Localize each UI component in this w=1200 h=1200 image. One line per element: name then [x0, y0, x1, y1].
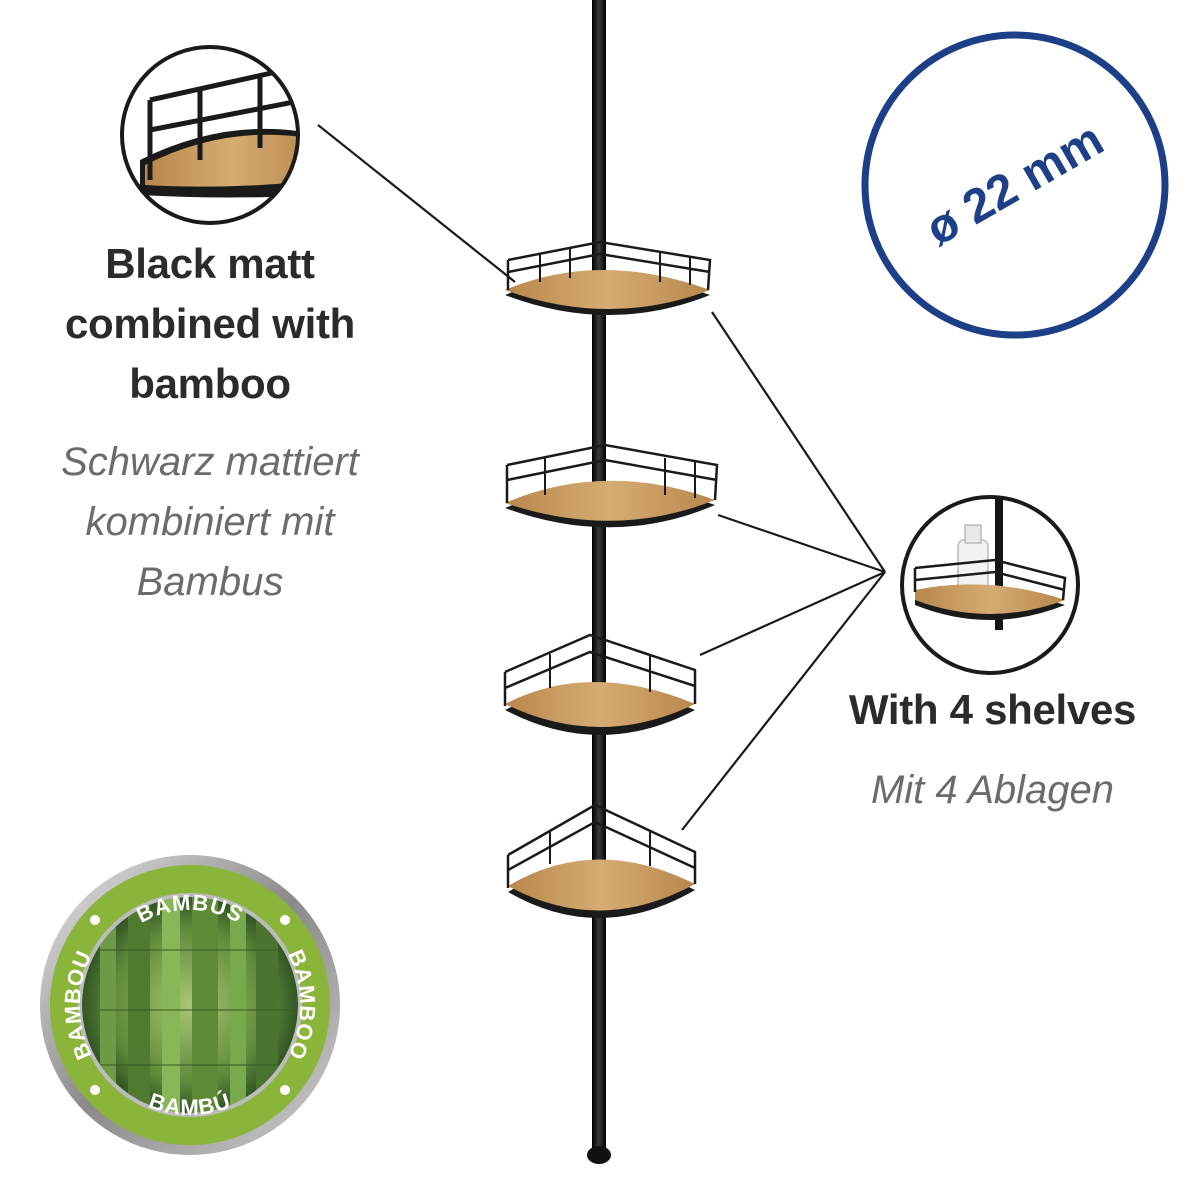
callout-line-shelf-3 [699, 570, 886, 657]
pole-foot [587, 1146, 611, 1164]
callout-line-shelf-1 [711, 311, 886, 573]
material-de-line: Bambus [136, 560, 284, 604]
material-en-line: bamboo [129, 360, 291, 407]
shelf-2 [505, 443, 719, 528]
tension-pole [592, 0, 606, 1150]
callout-line-shelf-2 [717, 513, 886, 574]
material-text-en: Black matt combined with bamboo [40, 234, 380, 414]
bamboo-badge: BAMBUS BAMBOO BAMBÚ BAMBOU [40, 855, 340, 1155]
material-en-line: Black matt [105, 240, 315, 287]
callout-line-shelf-4 [681, 571, 886, 831]
shelf-4 [506, 803, 697, 919]
material-de-line: kombiniert mit [85, 500, 335, 544]
callout-line-detail [317, 124, 516, 283]
shelves-text-en: With 4 shelves [848, 686, 1137, 733]
detail-closeup-shelf [900, 495, 1080, 675]
material-de-line: Schwarz mattiert [61, 440, 359, 484]
material-text-de: Schwarz mattiert kombiniert mit Bambus [25, 432, 395, 612]
shelf-1 [505, 240, 712, 315]
shelf-3 [503, 633, 697, 735]
detail-closeup-material [120, 45, 300, 225]
shelves-text-de: Mit 4 Ablagen [870, 768, 1115, 812]
diameter-badge: ø 22 mm [861, 31, 1169, 339]
material-en-line: combined with [64, 300, 356, 347]
